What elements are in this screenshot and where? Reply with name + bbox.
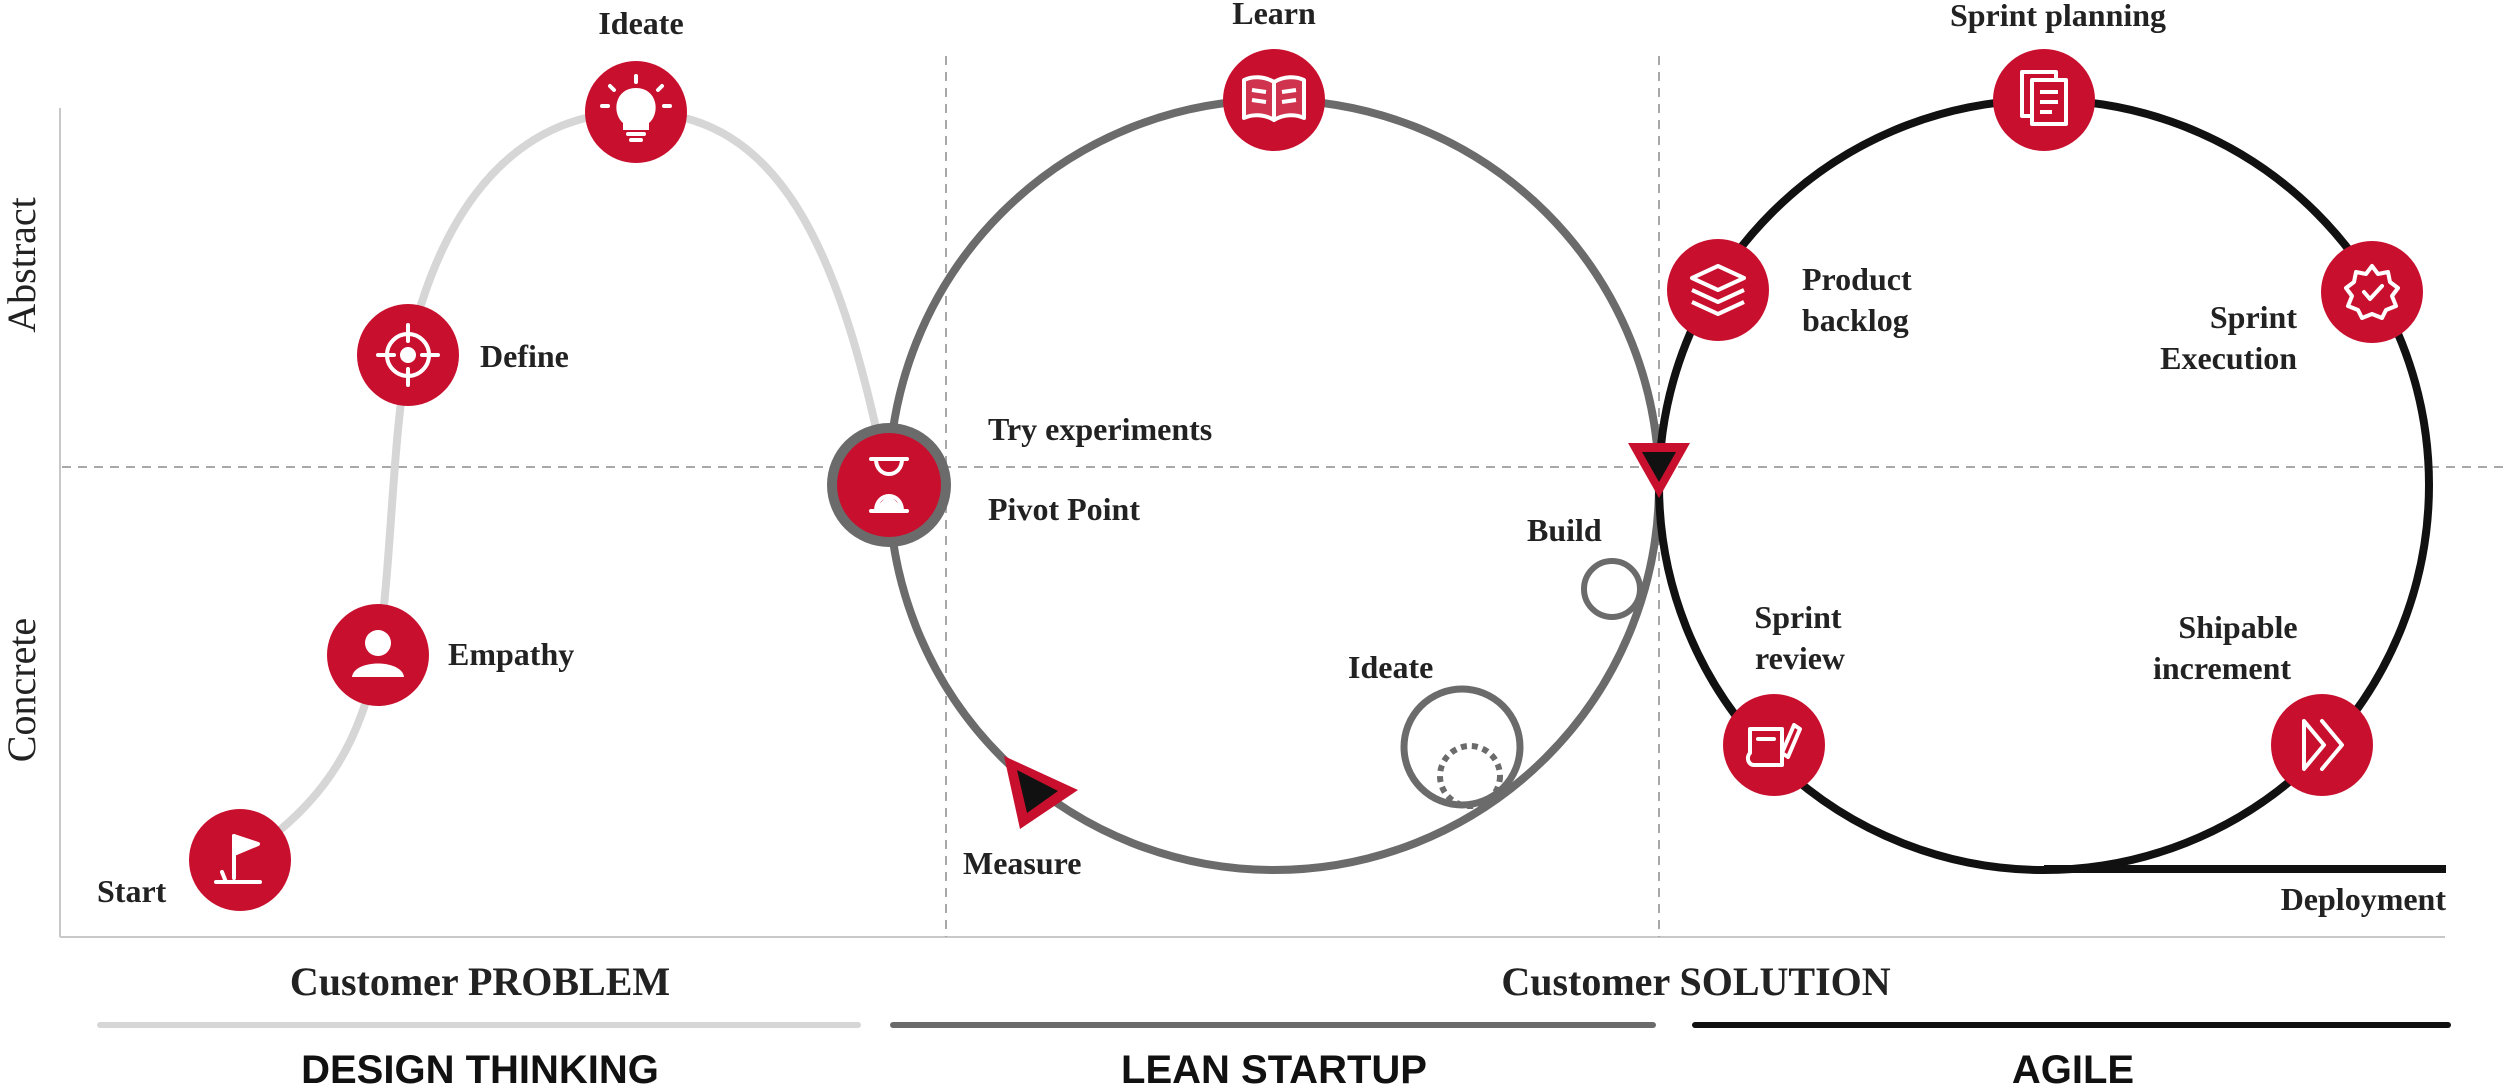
design-thinking-curve: [236, 107, 889, 864]
lean-startup-loop: [885, 96, 1663, 874]
ideate-inner-label: Ideate: [1348, 649, 1433, 685]
layers-icon: [1690, 264, 1746, 316]
pivot-point-label: Pivot Point: [988, 491, 1140, 527]
shipable-increment-label-line1: Shipable: [2178, 609, 2297, 645]
review-icon: [1745, 723, 1802, 767]
customer-problem-label: Customer PROBLEM: [290, 959, 670, 1004]
ideate-node: [585, 61, 687, 163]
concrete-axis-label: Concrete: [0, 618, 44, 762]
sprint-review-label-line1: Sprint: [1754, 599, 1841, 635]
sprint-review-label-line2: review: [1755, 640, 1845, 676]
sprint-execution-node: [2321, 241, 2423, 343]
build-loop: [1581, 558, 1643, 620]
design-thinking-title: DESIGN THINKING: [301, 1048, 659, 1088]
book-icon: [1242, 75, 1306, 122]
measure-label: Measure: [963, 845, 1081, 881]
gear-check-icon: [2344, 264, 2400, 320]
empathy-node: [327, 604, 429, 706]
product-backlog-label-line1: Product: [1802, 261, 1912, 297]
user-icon: [352, 630, 404, 677]
start-label: Start: [97, 873, 167, 909]
flag-icon: [214, 834, 262, 884]
hourglass-icon: [869, 457, 909, 513]
ideate-top-label: Ideate: [598, 5, 683, 41]
abstract-axis-label: Abstract: [0, 197, 44, 333]
pivot-point-node: [827, 423, 951, 547]
product-backlog-label-line2: backlog: [1802, 302, 1909, 338]
shipable-increment-label-line2: increment: [2153, 650, 2291, 686]
learn-label: Learn: [1232, 0, 1316, 31]
build-label: Build: [1527, 512, 1602, 548]
try-experiments-label: Try experiments: [988, 411, 1212, 447]
lean-startup-title: LEAN STARTUP: [1121, 1048, 1427, 1088]
sprint-execution-label-line1: Sprint: [2210, 299, 2297, 335]
lean-agile-arrow-marker: [1628, 443, 1690, 498]
product-backlog-node: [1667, 239, 1769, 341]
planning-board-icon: [2020, 70, 2068, 126]
sprint-review-node: [1723, 694, 1825, 796]
define-label: Define: [480, 338, 569, 374]
sprint-execution-label-line2: Execution: [2160, 340, 2297, 376]
learn-node: [1223, 49, 1325, 151]
lightbulb-icon: [600, 74, 672, 142]
sprint-planning-node: [1993, 49, 2095, 151]
start-node: [189, 809, 291, 911]
define-node: [357, 304, 459, 406]
deployment-label: Deployment: [2281, 881, 2447, 917]
target-icon: [376, 323, 440, 387]
sprint-planning-label: Sprint planning: [1950, 0, 2166, 33]
shipable-increment-node: [2271, 694, 2373, 796]
fast-forward-icon: [2302, 719, 2344, 771]
empathy-label: Empathy: [448, 636, 574, 672]
measure-arrow-marker: [1004, 756, 1078, 829]
ideate-dotted-loop: [1437, 743, 1503, 809]
customer-solution-label: Customer SOLUTION: [1501, 959, 1890, 1004]
agile-title: AGILE: [2012, 1048, 2134, 1088]
